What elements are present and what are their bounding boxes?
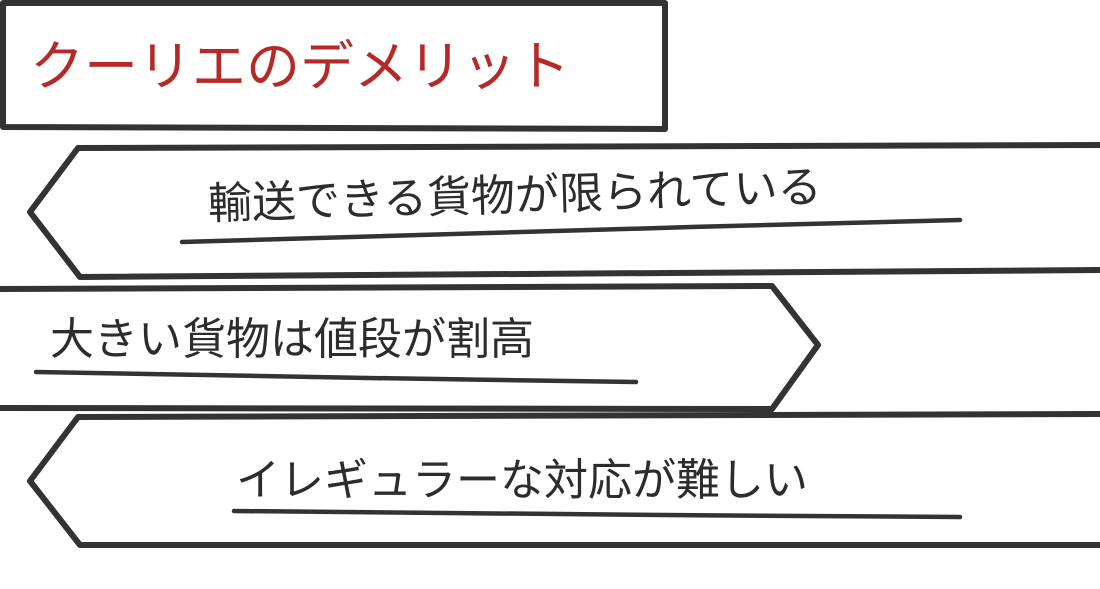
item-3-banner: [27, 411, 1100, 548]
title-box: [0, 0, 668, 132]
item-3-underline: [231, 508, 963, 520]
item-2-underline: [33, 369, 639, 385]
item-2-banner: [0, 283, 821, 412]
item-2-label: 大きい貨物は値段が割高: [50, 314, 534, 365]
item-3-label: イレギュラーな対応が難しい: [236, 455, 808, 506]
page-title: クーリエのデメリット: [30, 35, 570, 98]
item-1-banner: [27, 142, 1100, 280]
item-1-underline: [179, 217, 963, 245]
